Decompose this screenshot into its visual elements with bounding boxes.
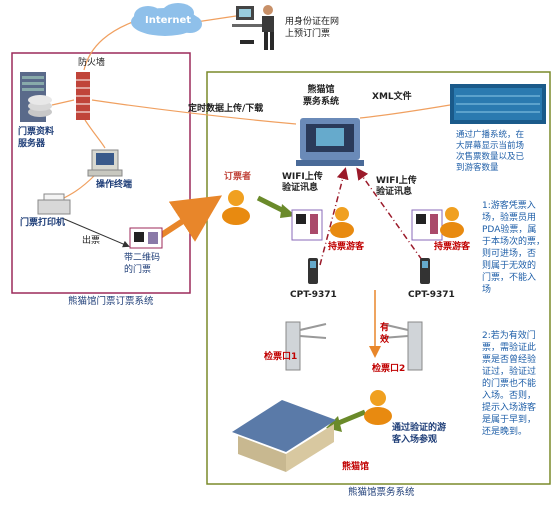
terminal-icon	[87, 149, 123, 177]
valid-label: 有 效	[380, 323, 390, 345]
link-firewall-server	[51, 99, 75, 106]
operator-terminal-label: 操作终端	[96, 180, 133, 190]
verified-visitor-label: 通过验证的游 客入场参观	[392, 423, 447, 445]
ticket-system-label: 熊猫馆 票务系统	[303, 85, 340, 107]
broadcast-note: 通过广播系统，在 大屏幕显示当前场 次售票数量以及已 到游客数量	[456, 130, 525, 173]
ticket-system-icon	[296, 118, 364, 166]
printer-icon	[37, 193, 71, 215]
qr-ticket-icon	[129, 227, 163, 249]
link-firewall-system	[91, 99, 297, 125]
left-system-title: 熊猫馆门票订票系统	[68, 296, 154, 307]
wifi-left-label: WIFI上传 验证讯息	[282, 172, 323, 193]
online-user-icon	[232, 5, 274, 50]
verified-visitor-icon	[364, 390, 392, 425]
visitor-right-label: 持票游客	[434, 242, 471, 252]
internet-label: Internet	[145, 15, 192, 26]
wifi-arrow-right	[356, 167, 423, 261]
main-system-frame	[206, 71, 551, 485]
left-system-frame	[11, 52, 191, 294]
panda-hall-icon	[232, 400, 336, 472]
link-internet-user	[195, 15, 237, 23]
arrow-to-booker	[158, 195, 223, 242]
link-system-xml	[359, 104, 451, 119]
link-firewall-terminal	[84, 119, 106, 149]
booker-label: 订票者	[224, 172, 252, 182]
gate-2-label: 检票口2	[372, 364, 406, 374]
visitor-left-icon	[330, 207, 354, 238]
online-user-label: 用身份证在网 上预订门票	[285, 17, 340, 39]
booker-icon	[222, 190, 250, 225]
link-terminal-printer	[59, 174, 96, 201]
arrow-visitor-hall	[335, 409, 366, 427]
firewall-icon	[76, 72, 90, 120]
internet-cloud-icon	[131, 3, 202, 36]
turnstile-1-icon	[285, 321, 327, 371]
note-1: 1:游客凭票入 场，验票员用 PDA验票，属 于本场次的票， 则可进场，否 则属…	[482, 201, 546, 295]
wifi-arrow-left	[319, 167, 349, 266]
gate-1-label: 检票口1	[264, 352, 298, 362]
ticket-right-icon	[411, 209, 443, 241]
qr-ticket-label: 带二维码 的门票	[124, 253, 161, 275]
turnstile-2-icon	[381, 321, 423, 371]
ticket-printer-label: 门票打印机	[20, 218, 66, 228]
pda-left-icon	[308, 258, 318, 284]
firewall-label: 防火墙	[78, 58, 106, 68]
link-internet-firewall	[83, 19, 139, 71]
panda-hall-label: 熊猫馆	[342, 462, 370, 472]
arrow-issue-ticket	[61, 217, 130, 248]
pda-left-label: CPT-9371	[290, 290, 337, 300]
visitor-right-icon	[440, 207, 464, 238]
pda-right-label: CPT-9371	[408, 290, 455, 300]
display-screen-icon	[450, 84, 546, 124]
server-icon	[20, 72, 52, 122]
pda-right-icon	[420, 258, 430, 284]
ticket-server-label: 门票资料 服务器	[18, 127, 55, 149]
note-2: 2:若为有效门 票，需验证此 票是否曾经验 证过，验证过 的门票也不能 入场。否…	[482, 331, 537, 437]
main-system-title: 熊猫馆票务系统	[348, 487, 415, 498]
issue-ticket-label: 出票	[82, 236, 101, 246]
sync-label: 定时数据上传/下载	[188, 104, 264, 114]
ticket-left-icon	[291, 209, 323, 241]
visitor-left-label: 持票游客	[328, 242, 365, 252]
xml-file-label: XML文件	[372, 92, 412, 102]
wifi-right-label: WIFI上传 验证讯息	[376, 176, 417, 197]
